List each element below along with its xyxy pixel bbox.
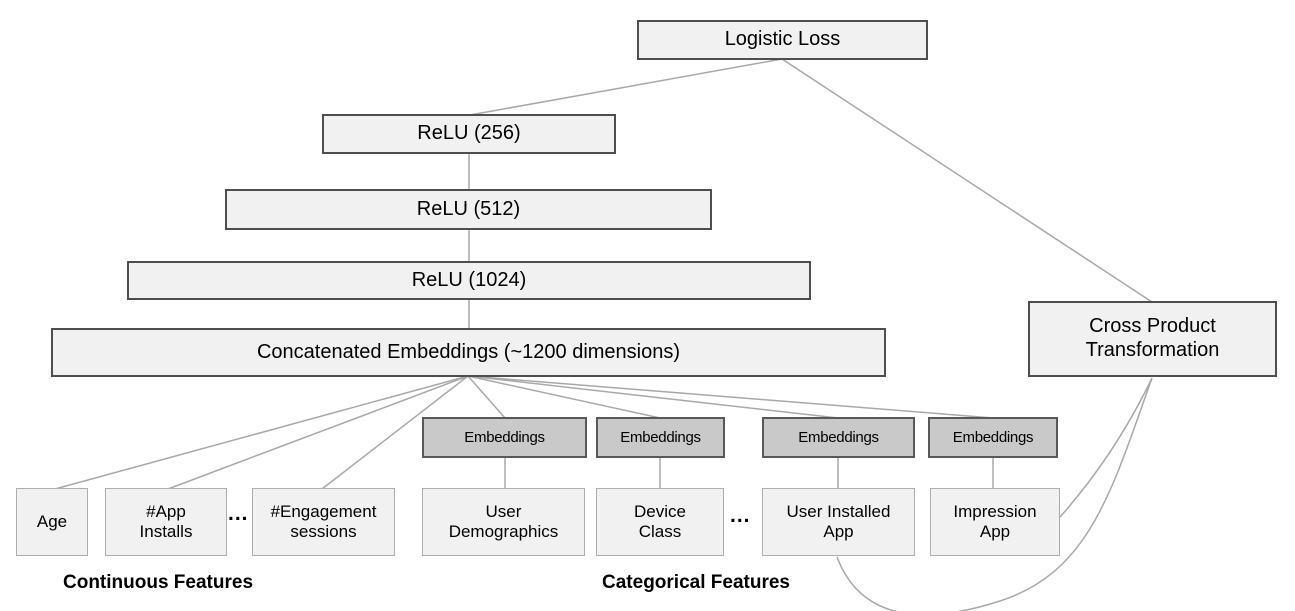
- group-label-categorical-features: Categorical Features: [602, 572, 790, 593]
- edge-concat-emb4: [467, 375, 994, 419]
- node-app-installs: #App Installs: [105, 488, 227, 556]
- node-user-demographics: User Demographics: [422, 488, 585, 556]
- node-engagement-sessions: #Engagement sessions: [252, 488, 395, 556]
- edge-crossproduct-impressionapp: [1059, 377, 1153, 518]
- node-embeddings-user-demographics: Embeddings: [422, 417, 587, 458]
- edge-loss-to-crossproduct: [781, 58, 1153, 303]
- ellipsis-categorical-features: ...: [730, 504, 751, 527]
- node-logistic-loss: Logistic Loss: [637, 20, 928, 60]
- node-embeddings-user-installed-app: Embeddings: [762, 417, 915, 458]
- node-cross-product-transformation: Cross Product Transformation: [1028, 301, 1277, 377]
- edge-crossproduct-userinstalledapp: [836, 377, 1153, 611]
- node-relu-512: ReLU (512): [225, 189, 712, 230]
- edge-concat-emb3: [467, 375, 839, 419]
- node-embeddings-impression-app: Embeddings: [928, 417, 1058, 458]
- edge-concat-appinstalls: [167, 375, 469, 490]
- node-impression-app: Impression App: [930, 488, 1060, 556]
- edge-concat-emb1: [467, 375, 506, 419]
- node-relu-256: ReLU (256): [322, 114, 616, 154]
- group-label-continuous-features: Continuous Features: [63, 572, 254, 593]
- node-relu-1024: ReLU (1024): [127, 261, 811, 300]
- edge-concat-engagement: [321, 375, 469, 490]
- node-device-class: Device Class: [596, 488, 724, 556]
- node-embeddings-device-class: Embeddings: [596, 417, 725, 458]
- node-concatenated-embeddings: Concatenated Embeddings (~1200 dimension…: [51, 328, 886, 377]
- edge-loss-to-relu256: [469, 58, 783, 116]
- node-age: Age: [16, 488, 88, 556]
- edge-concat-age: [54, 375, 469, 490]
- ellipsis-continuous-features: ...: [228, 502, 249, 525]
- edge-concat-emb2: [467, 375, 661, 419]
- node-user-installed-app: User Installed App: [762, 488, 915, 556]
